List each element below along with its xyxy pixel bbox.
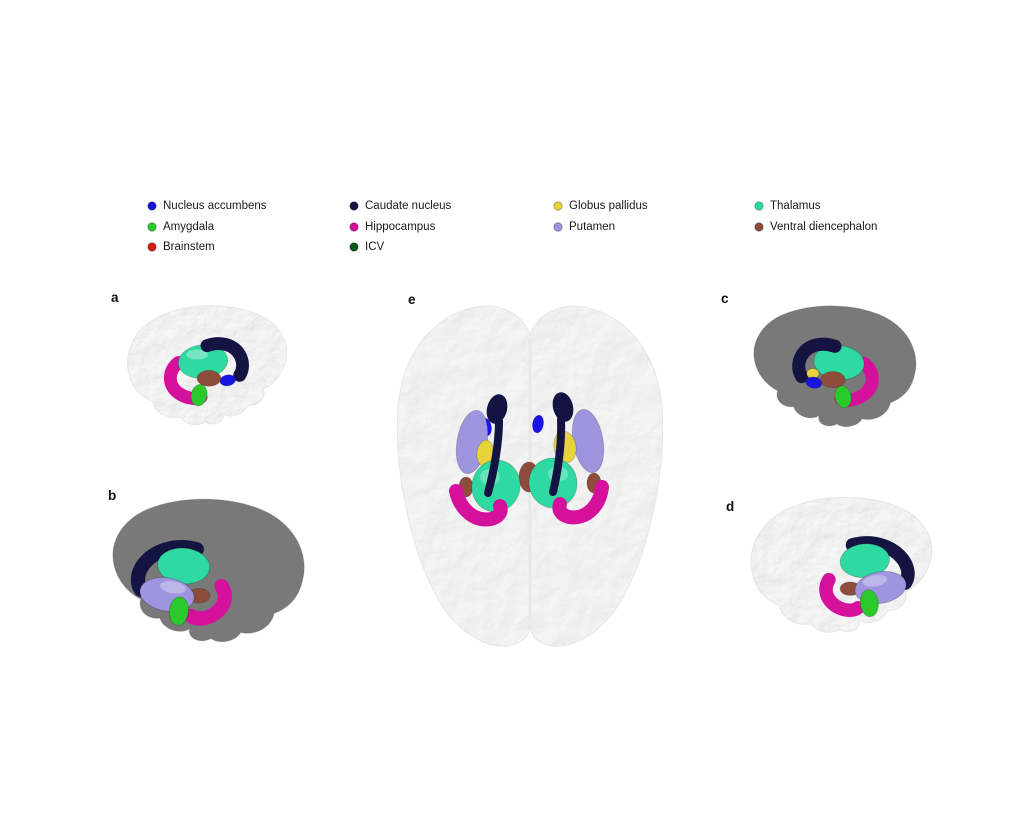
caudate-region — [200, 337, 249, 382]
caudate-left-head-region — [486, 394, 508, 424]
legend-item-globus-pallidus: Globus pallidus — [553, 200, 648, 212]
legend-column-3: Globus pallidus Putamen — [553, 200, 648, 241]
legend-label-putamen: Putamen — [569, 220, 616, 233]
brain-view-d — [750, 496, 933, 633]
legend-label-thalamus: Thalamus — [770, 200, 821, 212]
hippocampus-right-region — [552, 480, 609, 525]
amygdala-region — [168, 596, 189, 626]
legend-column-2: Caudate nucleus Hippocampus ICV — [349, 200, 451, 262]
ventral-diencephalon-region — [820, 371, 846, 389]
panel-d-label: d — [726, 499, 735, 514]
hippocampus-left-region — [449, 484, 508, 527]
nucleus-accumbens-region — [805, 376, 823, 389]
nucleus-accumbens-region — [219, 374, 236, 387]
brain-view-e — [396, 305, 664, 647]
hippocampus-region — [183, 579, 232, 626]
legend-column-4: Thalamus Ventral diencephalon — [754, 200, 877, 241]
legend-label-brainstem: Brainstem — [163, 241, 215, 253]
ventral-diencephalon-region — [196, 370, 222, 387]
putamen-highlight — [160, 581, 186, 594]
legend-column-1: Nucleus accumbens Amygdala Brainstem — [147, 200, 267, 262]
amygdala-swatch-icon — [147, 221, 157, 232]
legend-item-brainstem: Brainstem — [147, 241, 267, 253]
panel-c-structures — [792, 337, 879, 409]
legend-label-ventral-diencephalon: Ventral diencephalon — [770, 220, 878, 233]
legend-label-caudate-nucleus: Caudate nucleus — [365, 200, 452, 212]
caudate-right-head-region — [552, 392, 574, 422]
legend-item-amygdala: Amygdala — [147, 221, 267, 233]
legend-item-putamen: Putamen — [553, 221, 648, 233]
legend-item-caudate-nucleus: Caudate nucleus — [349, 200, 451, 212]
hippocampus-region — [819, 572, 865, 618]
thalamus-swatch-icon — [754, 201, 764, 211]
legend-item-nucleus-accumbens: Nucleus accumbens — [147, 200, 267, 212]
caudate-region — [792, 337, 842, 384]
panel-e-structures — [449, 392, 609, 527]
caudate-region — [845, 536, 915, 590]
icv-swatch-icon — [349, 242, 359, 252]
caudate-nucleus-swatch-icon — [349, 201, 359, 211]
caudate-region — [130, 540, 204, 597]
caudate-left-tail-region — [484, 417, 503, 497]
putamen-swatch-icon — [553, 221, 563, 232]
brainstem-swatch-icon — [147, 242, 157, 252]
legend-item-hippocampus: Hippocampus — [349, 221, 451, 233]
panel-c-label: c — [721, 291, 729, 306]
legend-item-thalamus: Thalamus — [754, 200, 877, 212]
amygdala-region — [859, 589, 879, 618]
brain-view-a — [127, 305, 288, 426]
panel-b-structures — [130, 540, 232, 626]
hippocampus-swatch-icon — [349, 221, 359, 232]
nucleus-accumbens-right-region — [532, 415, 544, 433]
panel-a-structures — [163, 337, 249, 407]
legend-label-hippocampus: Hippocampus — [365, 220, 436, 233]
thalamus-highlight — [186, 349, 208, 360]
putamen-highlight — [862, 574, 888, 587]
panel-b-label: b — [108, 488, 117, 503]
legend-item-icv: ICV — [349, 241, 451, 253]
brain-view-b — [112, 498, 305, 643]
amygdala-region — [190, 383, 208, 407]
amygdala-region — [834, 385, 852, 409]
caudate-right-tail-region — [549, 415, 566, 496]
legend-label-icv: ICV — [365, 241, 385, 253]
ventral-diencephalon-swatch-icon — [754, 221, 764, 232]
legend-label-nucleus-accumbens: Nucleus accumbens — [163, 200, 267, 212]
legend-item-ventral-diencephalon: Ventral diencephalon — [754, 221, 877, 233]
panel-e-label: e — [408, 292, 416, 307]
nucleus-accumbens-swatch-icon — [147, 201, 157, 211]
panel-d-structures — [819, 536, 915, 618]
thalamus-left-region — [471, 459, 521, 513]
legend-label-globus-pallidus: Globus pallidus — [569, 200, 648, 212]
globus-pallidus-swatch-icon — [553, 201, 563, 211]
brain-view-c — [753, 305, 917, 428]
panel-a-label: a — [111, 290, 119, 305]
legend-label-amygdala: Amygdala — [163, 220, 215, 233]
